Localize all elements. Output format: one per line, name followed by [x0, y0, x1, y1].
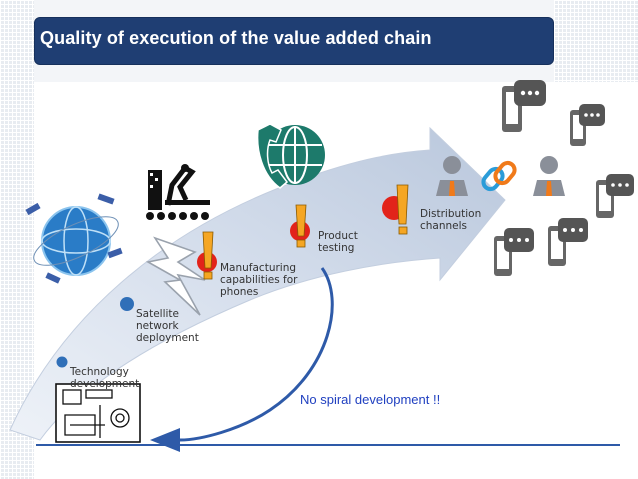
value-chain-arrow — [9, 126, 506, 441]
robot-arm-icon — [146, 164, 210, 220]
warning-exclamation-icon — [197, 231, 217, 280]
phone-globe-icon — [256, 123, 325, 189]
feedback-arrowhead — [150, 428, 180, 452]
stage-label-line: phones — [220, 286, 259, 298]
chat-phone-icon — [596, 174, 634, 218]
stage-label-line: deployment — [136, 332, 199, 344]
technology-dot — [56, 356, 68, 368]
stage-label-line: Distribution — [420, 208, 482, 220]
stage-label-satellite: Satellite network deployment — [136, 308, 199, 344]
stage-label-product: Product testing — [318, 230, 358, 254]
grid-pattern-right — [554, 0, 638, 82]
stage-label-line: Satellite — [136, 308, 180, 320]
chat-phone-icon — [548, 218, 588, 266]
stage-label-line: channels — [420, 220, 468, 232]
warning-exclamation-icon — [290, 204, 310, 248]
lightning-icon — [145, 236, 206, 316]
satellite-dot — [120, 297, 134, 311]
spiral-note: No spiral development !! — [300, 392, 441, 407]
stage-label-distribution: Distribution channels — [420, 208, 481, 232]
chat-phone-icon — [570, 104, 605, 146]
stage-label-line: Manufacturing — [220, 262, 297, 274]
satellite-globe-icon — [25, 193, 123, 284]
stage-label-line: Product — [318, 230, 358, 242]
people-link-icon — [436, 156, 565, 196]
slide-title: Quality of execution of the value added … — [40, 28, 432, 48]
stage-label-technology: Technology development — [70, 366, 139, 390]
footer-divider — [36, 444, 620, 446]
stage-label-line: capabilities for — [220, 274, 298, 286]
chat-phone-icon — [502, 80, 546, 132]
chat-phone-icon — [494, 228, 534, 276]
title-bar — [34, 17, 554, 65]
stage-label-line: testing — [318, 242, 355, 254]
warning-exclamation-icon — [382, 184, 409, 235]
stage-label-manufacturing: Manufacturing capabilities for phones — [220, 262, 297, 298]
stage-label-line: development — [70, 378, 140, 390]
stage-label-line: network — [136, 320, 179, 332]
feedback-arrow — [179, 267, 334, 442]
stage-label-line: Technology — [70, 366, 129, 378]
blueprint-icon — [55, 383, 141, 443]
